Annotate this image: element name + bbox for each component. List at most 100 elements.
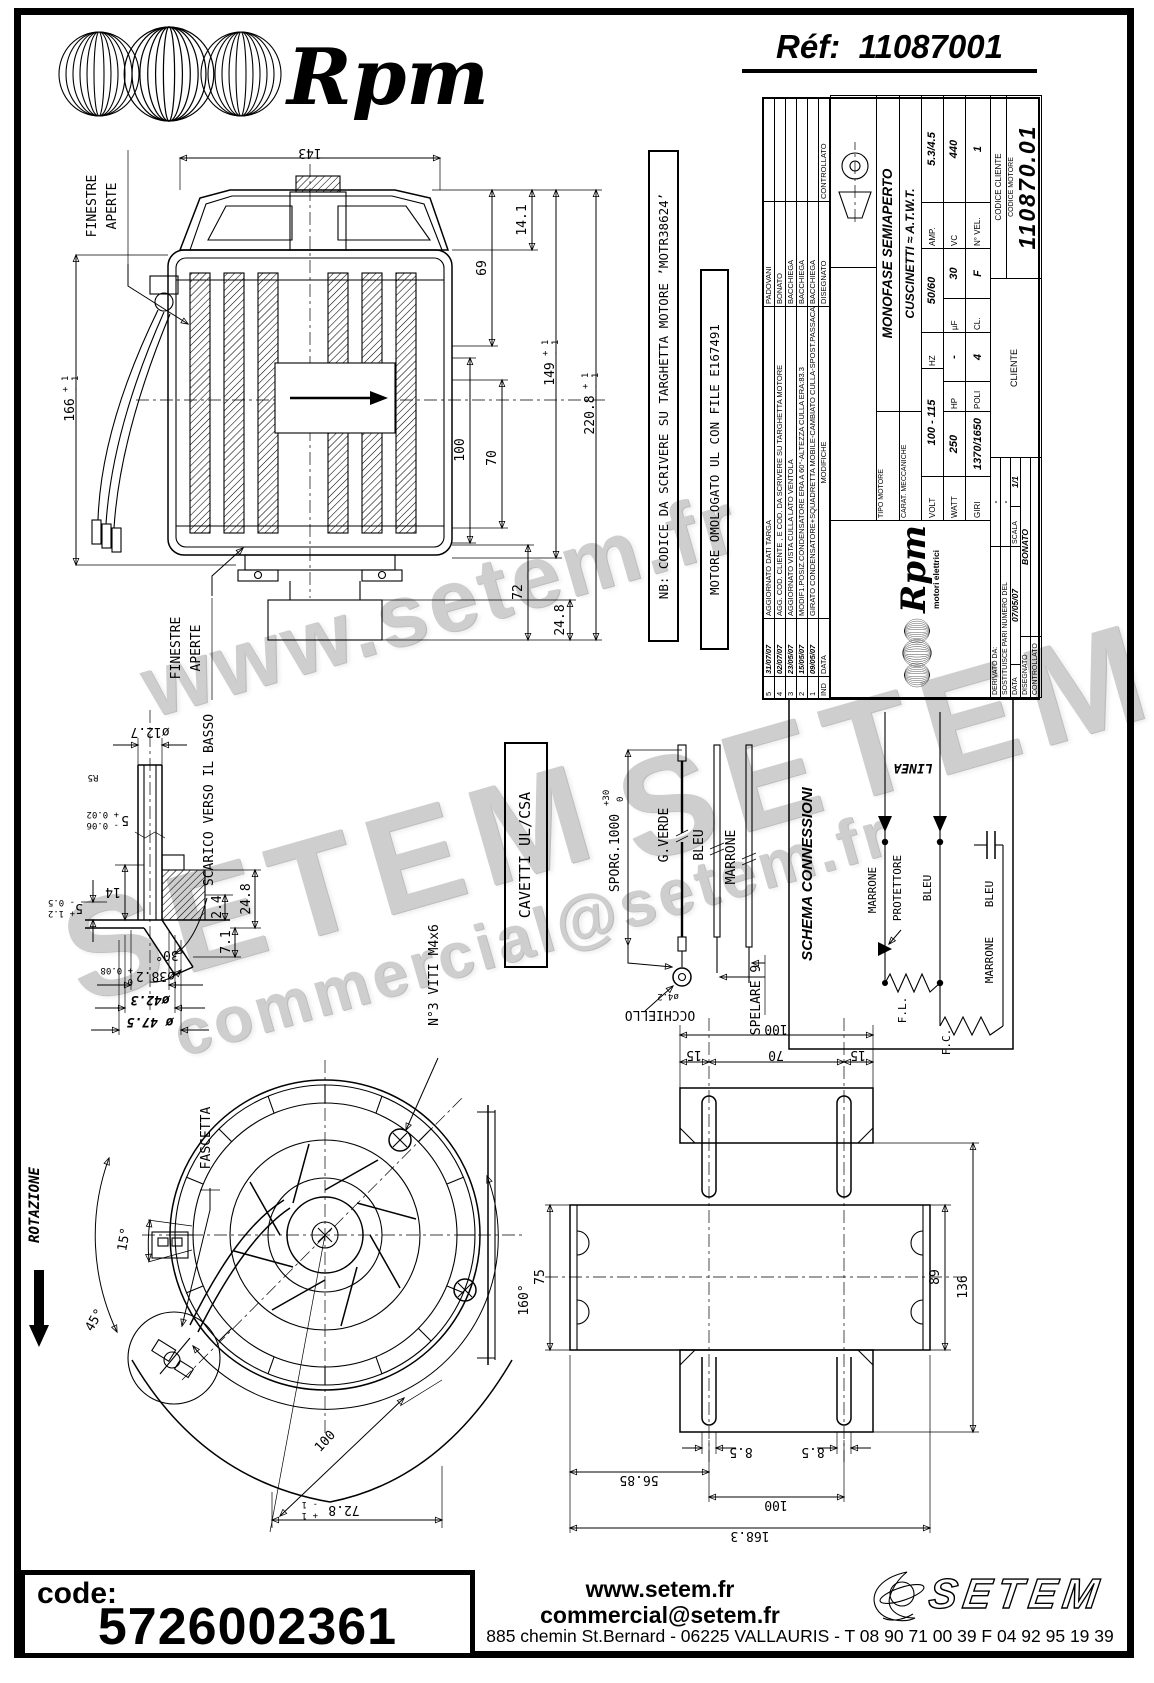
tipo-motore-label: TIPO MOTORE bbox=[878, 469, 885, 518]
code-value: 5726002361 bbox=[97, 1598, 398, 1656]
hz-label-cell: HZ bbox=[921, 332, 944, 369]
schema-fl: F.L. bbox=[896, 997, 909, 1024]
cradle-d75: 75 bbox=[533, 1269, 548, 1285]
rev-cell bbox=[797, 97, 808, 201]
fan-d728-tol-plus: + 1 bbox=[302, 1510, 318, 1520]
amp-label-cell: AMP. bbox=[921, 202, 944, 249]
nvel-value-cell: 1 bbox=[965, 95, 991, 203]
rev-cell: 15/05/07 bbox=[797, 618, 808, 676]
code-box: code: 5726002361 bbox=[20, 1570, 475, 1658]
controllato-label-cell: CONTROLLATO bbox=[1030, 636, 1042, 698]
ref-value: 11087001 bbox=[858, 28, 1003, 65]
drain-d248: 24.8 bbox=[239, 883, 254, 914]
watt-value: 250 bbox=[948, 434, 960, 454]
rev-cell: AGGIORNATO DATI TARGA bbox=[764, 306, 775, 618]
data-label: DATA bbox=[1012, 677, 1019, 695]
disegnato-value: BONATO bbox=[1020, 528, 1030, 566]
rpm-logo-text: Rpm bbox=[285, 32, 489, 123]
drain-dia475: ø 47.5 bbox=[126, 1014, 174, 1029]
drain-dia423: ø42.3 bbox=[130, 992, 170, 1007]
poli-value: 4 bbox=[972, 353, 984, 361]
note-ul-file-text: MOTORE OMOLOGATO UL CON FILE E167491 bbox=[707, 324, 722, 595]
fan-a45: 45° bbox=[83, 1306, 108, 1334]
scala-value: 1/1 bbox=[1010, 476, 1020, 488]
vc-value-cell: 440 bbox=[943, 95, 966, 203]
dim-149-tol-plus: + 1 bbox=[541, 340, 551, 356]
rev-cell bbox=[786, 97, 797, 201]
fan-rotazione: ROTAZIONE bbox=[27, 1167, 43, 1243]
rev-cell: BONATO bbox=[775, 201, 786, 306]
rev-cell bbox=[808, 97, 819, 201]
rpm-logo-small-text: Rpm bbox=[894, 525, 934, 614]
cradle-d15-r: 15 bbox=[850, 1047, 866, 1062]
rev-cell: 5 bbox=[764, 676, 775, 698]
rev-cell: 02/07/07 bbox=[775, 618, 786, 676]
drain-d5b-tol-bot: - 0.5 bbox=[48, 897, 75, 907]
dim-166-tol-minus: - 1 bbox=[71, 376, 81, 392]
tipo-motore-value: MONOFASE SEMIAPERTO bbox=[880, 168, 895, 339]
cradle-d1683: 168.3 bbox=[730, 1528, 769, 1543]
amp-label: AMP. bbox=[928, 227, 937, 246]
drain-d5-tol-bot: + 0.02 bbox=[86, 809, 119, 819]
footer-address: 885 chemin St.Bernard - 06225 VALLAURIS … bbox=[462, 1626, 1138, 1647]
rpm-logo: Rpm bbox=[58, 26, 489, 123]
nvel-value: 1 bbox=[972, 145, 984, 153]
cavetti-occhiello-dia: ø4.2 bbox=[657, 991, 679, 1001]
vc-label: VC bbox=[950, 234, 959, 246]
fan-fascetta-label: FASCETTA bbox=[199, 1107, 214, 1170]
schema-connessioni: SCHEMA CONNESSIONI LINEA MARRONE BLEU PR… bbox=[788, 698, 1014, 1055]
cavetti-spelare: SPELARE 9 bbox=[749, 965, 764, 1035]
rev-cell: MODIF1.POSIZ.CONDENSATORE ERA A 60°-ALTE… bbox=[797, 306, 808, 618]
volt-label-cell: VOLT bbox=[921, 476, 944, 521]
fan-view: ROTAZIONE N°3 VITI M4x6 FASCETTA bbox=[27, 924, 532, 1533]
dim-69: 69 bbox=[475, 260, 490, 276]
finestre-aperte-bottom2: APERTE bbox=[189, 625, 204, 672]
giri-label-cell: GIRI bbox=[965, 476, 991, 521]
controllato-value-cell bbox=[1030, 457, 1042, 637]
vc-value: 440 bbox=[948, 139, 960, 159]
footer-address-text: 885 chemin St.Bernard - 06225 VALLAURIS … bbox=[486, 1626, 1114, 1646]
dim-248: 24.8 bbox=[553, 604, 568, 635]
finestre-aperte-bottom: FINESTRE bbox=[169, 617, 184, 680]
schema-protettore: PROTETTORE bbox=[891, 855, 904, 921]
drain-d5-tol-top: - 0.06 bbox=[86, 820, 119, 830]
cl-value: F bbox=[972, 270, 984, 277]
rev-header-modifiche: MODIFICHE bbox=[819, 306, 830, 618]
footer-contact: www.setem.fr commercial@setem.fr bbox=[490, 1576, 830, 1628]
drain-d71: 7.1 bbox=[219, 930, 234, 953]
cradle-view: 100 15 70 15 75 89 136 8.5 8.5 56.85 100… bbox=[533, 1018, 979, 1543]
dim-72: 72 bbox=[511, 584, 526, 600]
codice-motore-cell: CODICE MOTORE 110870.01 bbox=[1006, 95, 1042, 279]
cliente-label: CLIENTE bbox=[1009, 349, 1019, 388]
cavetti-wires-view: SPORG.1000 +30 0 G.VERDE BLEU MARRONE OC… bbox=[602, 744, 766, 1035]
titleblock-logo-cell: Rpm motori elettrici bbox=[830, 520, 991, 698]
schema-title: SCHEMA CONNESSIONI bbox=[799, 786, 816, 960]
rev-cell: AGGIORNATO VISTA CULLA LATO VENTOLA bbox=[786, 306, 797, 618]
ref-number: Réf: 11087001 bbox=[742, 28, 1037, 73]
schema-bleu-2: BLEU bbox=[983, 881, 996, 908]
uf-label-cell: µF bbox=[943, 298, 966, 333]
uf-value: 30 bbox=[948, 267, 960, 280]
giri-value: 1370/1650 bbox=[972, 418, 984, 470]
cl-value-cell: F bbox=[965, 248, 991, 299]
controllato-label: CONTROLLATO bbox=[1032, 643, 1039, 695]
rpm-logo-small: Rpm motori elettrici bbox=[894, 525, 941, 688]
dim-141: 14.1 bbox=[515, 204, 530, 235]
drain-dia-pipe: ø12.7 bbox=[130, 724, 169, 739]
cavetti-gverde-label: G.VERDE bbox=[657, 808, 672, 863]
hp-label: HP bbox=[950, 397, 959, 409]
dim-149: 149 bbox=[543, 362, 558, 385]
drain-d14: 14 bbox=[105, 884, 121, 899]
rev-cell: 09/05/07 bbox=[808, 618, 819, 676]
fan-d728-tol-minus: - 1 bbox=[302, 1499, 318, 1509]
dim-2208: 220.8 bbox=[583, 395, 598, 434]
cavetti-sporg-tol-top: +30 bbox=[602, 790, 612, 806]
sostituisce-value: - bbox=[1001, 500, 1010, 504]
rev-header-data: DATA bbox=[819, 618, 830, 676]
schema-bleu-1: BLEU bbox=[921, 875, 934, 902]
hp-label-cell: HP bbox=[943, 381, 966, 412]
amp-value: 5.3/4.5 bbox=[926, 132, 938, 166]
cradle-d5685: 56.85 bbox=[619, 1472, 658, 1487]
